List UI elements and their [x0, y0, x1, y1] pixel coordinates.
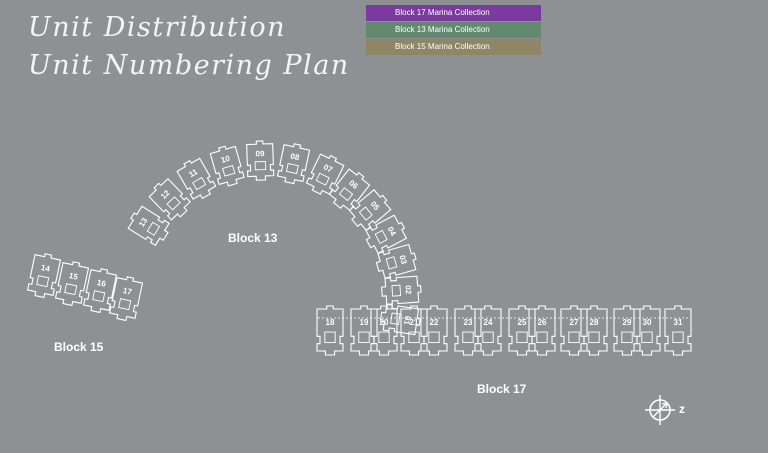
block-15-unit-14: 14: [26, 253, 62, 299]
legend-item-block-13: Block 13 Marina Collection: [366, 22, 541, 38]
block-17-unit-29: 29: [613, 305, 641, 356]
block-17-unit-23-number: 23: [464, 318, 473, 327]
block-17-label: Block 17: [477, 382, 527, 396]
block-17-unit-23: 23: [454, 305, 482, 356]
block-13-unit-10-number: 10: [220, 154, 232, 165]
block-15-unit-16: 16: [82, 268, 118, 314]
block-17-unit-27: 27: [560, 305, 588, 356]
block-13-unit-04-number: 04: [386, 225, 398, 238]
block-17-unit-27-number: 27: [570, 318, 579, 327]
block-13-unit-13-number: 13: [137, 216, 150, 229]
block-13-unit-08-number: 08: [290, 152, 301, 163]
block-17-unit-26: 26: [528, 305, 556, 356]
block-13-unit-11: 11: [176, 157, 217, 200]
legend-item-block-17: Block 17 Marina Collection: [366, 5, 541, 21]
block-13-unit-08: 08: [276, 143, 311, 185]
block-15-unit-14-number: 14: [40, 263, 51, 274]
block-17-unit-24-number: 24: [484, 318, 493, 327]
block-17-unit-18-number: 18: [326, 318, 335, 327]
block-13-unit-06-number: 06: [347, 178, 360, 191]
block-13-unit-04: 04: [365, 214, 408, 255]
block-13-unit-02-number: 02: [403, 285, 413, 295]
page-title-line-2: Unit Numbering Plan: [28, 50, 350, 81]
block-13-unit-01: 01: [379, 303, 421, 336]
block-17-unit-18: 18: [316, 305, 344, 356]
compass-north-icon: z: [645, 395, 685, 425]
block-13-unit-10: 10: [209, 145, 245, 187]
legend: Block 17 Marina Collection Block 13 Mari…: [366, 5, 541, 56]
block-17-footprint: 18 19 20 21 22 23 24 25 26 27 28 29 30 31: [316, 305, 692, 356]
block-13-unit-05-number: 05: [369, 200, 382, 213]
block-17-unit-20-number: 20: [380, 318, 389, 327]
block-17-unit-24: 24: [474, 305, 502, 356]
block-17-unit-25-number: 25: [518, 318, 527, 327]
block-13-unit-05: 05: [348, 188, 392, 232]
page-title-line-1: Unit Distribution: [28, 12, 287, 43]
block-13-unit-11-number: 11: [187, 167, 199, 179]
legend-item-block-15: Block 15 Marina Collection: [366, 39, 541, 55]
block-13-unit-09-number: 09: [255, 149, 265, 158]
block-17-unit-19-number: 19: [360, 318, 369, 327]
block-15-footprint: 14 15 16 17: [26, 253, 144, 322]
block-17-unit-26-number: 26: [538, 318, 547, 327]
block-13-unit-07: 07: [305, 153, 345, 195]
block-13-unit-12-number: 12: [159, 188, 172, 201]
block-17-unit-25: 25: [508, 305, 536, 356]
block-13-label: Block 13: [228, 231, 278, 245]
block-17-unit-31-number: 31: [674, 318, 683, 327]
block-17-unit-20: 20: [370, 305, 398, 356]
block-15-unit-17: 17: [108, 276, 144, 322]
block-13-unit-02: 02: [381, 275, 422, 305]
block-17-unit-30-number: 30: [643, 318, 652, 327]
block-17-unit-31: 31: [664, 305, 692, 356]
block-15-label: Block 15: [54, 340, 104, 354]
block-17-unit-19: 19: [350, 305, 378, 356]
block-17-unit-21: 21: [400, 305, 428, 356]
block-17-unit-29-number: 29: [623, 318, 632, 327]
block-13-unit-09: 09: [246, 140, 275, 181]
block-17-unit-21-number: 21: [410, 318, 419, 327]
block-13-unit-01-number: 01: [402, 315, 412, 326]
compass-letter: z: [679, 402, 685, 416]
block-13-unit-06: 06: [328, 168, 371, 212]
block-13-unit-13: 13: [127, 205, 170, 247]
block-15-unit-15-number: 15: [68, 271, 79, 282]
block-15-unit-16-number: 16: [96, 278, 107, 289]
block-17-unit-22: 22: [420, 305, 448, 356]
block-15-unit-15: 15: [54, 261, 90, 307]
block-17-unit-28-number: 28: [590, 318, 599, 327]
block-15-unit-17-number: 17: [122, 286, 133, 297]
block-13-unit-07-number: 07: [322, 162, 334, 174]
block-17-unit-22-number: 22: [430, 318, 439, 327]
block-17-unit-28: 28: [580, 305, 608, 356]
block-17-unit-30: 30: [633, 305, 661, 356]
block-13-unit-12: 12: [148, 177, 191, 221]
block-13-unit-03-number: 03: [397, 254, 408, 266]
block-13-unit-03: 03: [375, 243, 417, 279]
